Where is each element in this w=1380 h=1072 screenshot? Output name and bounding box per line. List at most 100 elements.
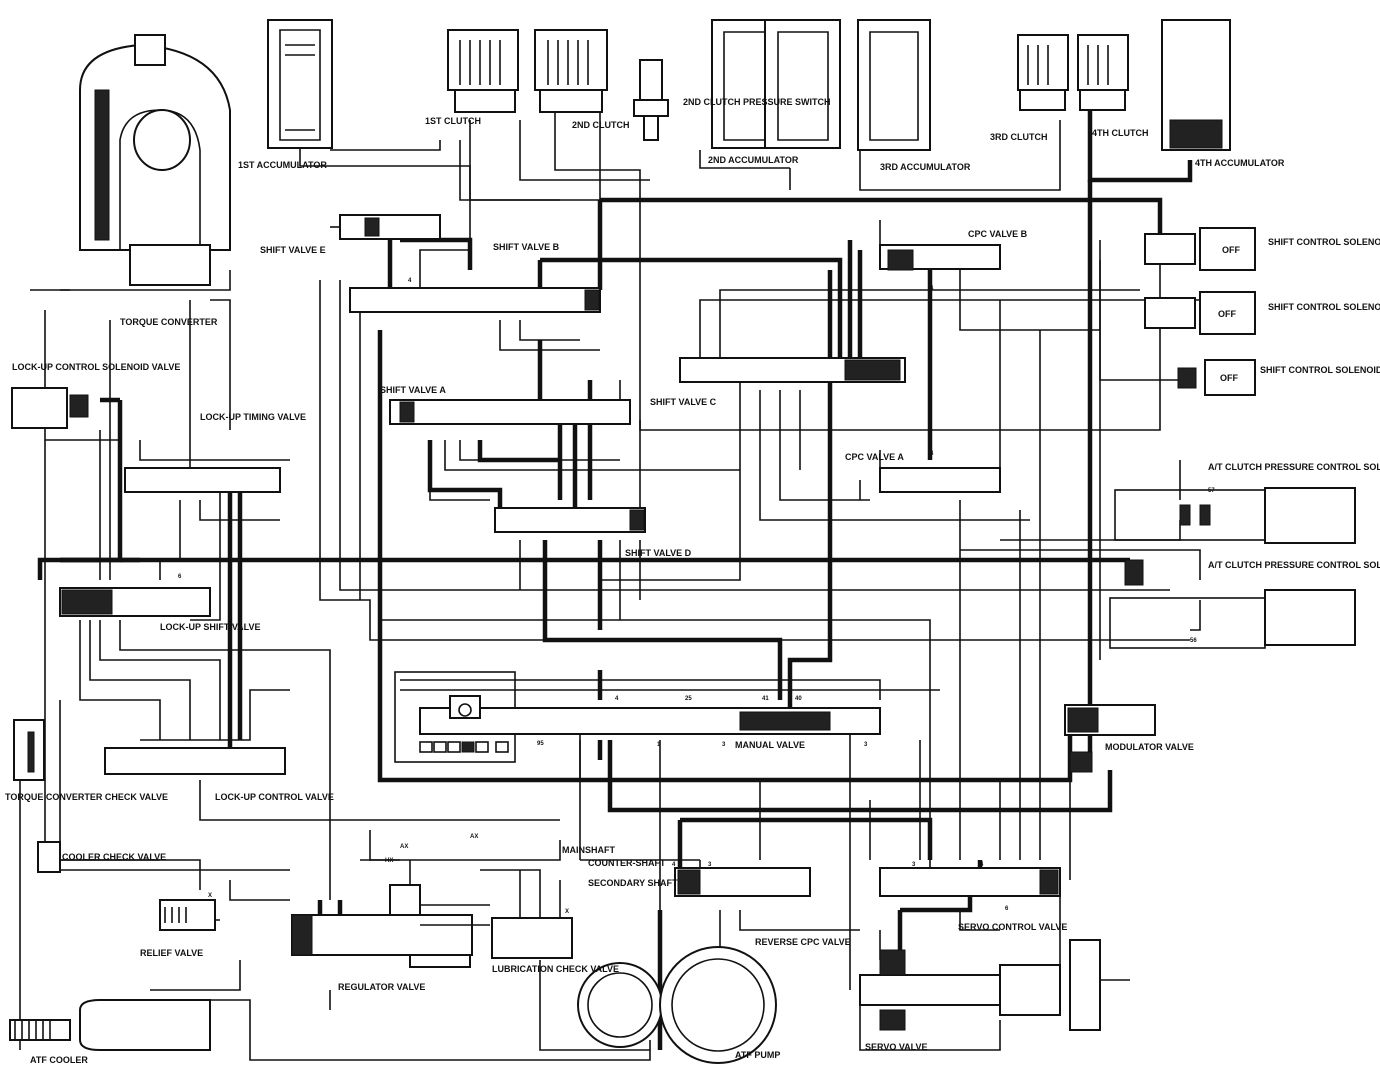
servo-control-valve [879,867,1061,897]
shift-valve-c [679,357,906,383]
shift-valve-b [349,287,601,313]
label-cooler-check-valve: COOLER CHECK VALVE [62,852,166,862]
label-3rd-clutch: 3RD CLUTCH [990,132,1048,142]
label-shift-valve-e: SHIFT VALVE E [260,245,326,255]
relief-valve [159,899,216,931]
thick-pressure-lines [37,110,1193,1050]
label-torque-converter: TORQUE CONVERTER [120,317,218,327]
label-1st-clutch: 1ST CLUTCH [425,116,481,126]
cooler-check-valve [37,841,61,873]
label-2nd-clutch-pressure-switch-text: 2ND CLUTCH PRESSURE SWITCH [683,97,831,107]
label-solenoid-b: SHIFT CONTROL SOLENOID VALVE B [1268,237,1380,247]
port-numbers: 4 25 41 40 95 1 3 3 4 3 3 4 6 AX HX AX X… [178,278,1215,915]
clutch-4th [1077,34,1129,111]
label-solenoid-b-off: OFF [1222,245,1240,255]
label-4th-clutch: 4TH CLUTCH [1092,128,1149,138]
atf-cooler [9,999,211,1051]
shift-valve-d [494,507,646,533]
label-lubrication-check-valve: LUBRICATION CHECK VALVE [492,964,619,974]
servo-valve [859,939,1101,1031]
manual-valve [394,671,881,763]
label-cpc-valve-a: CPC VALVE A [845,452,904,462]
label-secondary-shaft: SECONDARY SHAFT [588,878,678,888]
port-label: AX [400,844,408,850]
label-solenoid-c: SHIFT CONTROL SOLENOID VALVE C [1268,302,1380,312]
label-1st-accumulator: 1ST ACCUMULATOR [238,160,327,170]
port-label: 4 [930,451,934,457]
lockup-control-solenoid [11,387,89,429]
label-2nd-clutch-pressure-switch: 2ND CLUTCH PRESSURE SWITCH [683,97,831,107]
clutch-2nd [534,29,608,113]
label-3rd-accumulator: 3RD ACCUMULATOR [880,162,971,172]
label-servo-valve: SERVO VALVE [865,1042,928,1052]
clutch-2nd-pressure-switch [633,59,669,141]
cpc-valve-b [879,244,1001,271]
label-solenoid-c-off: OFF [1218,309,1236,319]
label-2nd-clutch: 2ND CLUTCH [572,120,630,130]
port-label: 3 [864,742,868,748]
atf-pump [577,946,777,1064]
label-servo-control-valve: SERVO CONTROL VALVE [958,922,1067,932]
port-label: 4 [672,862,676,868]
label-manual-valve: MANUAL VALVE [735,740,805,750]
port-label: 4 [615,696,619,702]
solenoid-c [1144,291,1256,335]
port-label: 4 [930,286,934,292]
solenoid-b [1144,227,1256,271]
port-label: 4 [408,278,412,284]
port-label: 40 [795,696,802,702]
label-4th-accumulator: 4TH ACCUMULATOR [1195,158,1285,168]
reverse-cpc-valve [674,867,811,897]
label-lockup-timing-valve: LOCK-UP TIMING VALVE [200,412,306,422]
port-label: 3 [708,862,712,868]
label-modulator-valve: MODULATOR VALVE [1105,742,1194,752]
label-solenoid-a: SHIFT CONTROL SOLENOID VALVE A [1260,365,1380,375]
port-label: 41 [762,696,769,702]
port-label: 95 [537,741,544,747]
clutch-3rd [1017,34,1069,111]
tc-check-valve [13,719,45,781]
port-label: 56 [1190,638,1197,644]
modulator-valve [1064,704,1156,773]
port-label: HX [385,858,393,864]
label-relief-valve: RELIEF VALVE [140,948,203,958]
shift-valve-e [330,214,441,240]
label-reverse-cpc-valve: REVERSE CPC VALVE [755,937,851,947]
clutch-pcs-b [1114,487,1356,544]
regulator-valve [291,884,490,968]
accumulator-3rd-b [857,19,931,151]
label-atf-cooler: ATF COOLER [30,1055,88,1065]
port-label: X [208,893,212,899]
shift-valve-a [389,399,631,425]
label-tc-check-valve: TORQUE CONVERTER CHECK VALVE [5,792,168,802]
label-shift-valve-a: SHIFT VALVE A [380,385,446,395]
label-clutch-pcs-a: A/T CLUTCH PRESSURE CONTROL SOLENOID VAL… [1208,560,1380,570]
lubrication-check-valve [491,917,573,959]
port-label: X [565,909,569,915]
diagram-labels: 1ST CLUTCH 2ND CLUTCH 2ND CLUTCH PRESSUR… [5,97,1380,1065]
label-regulator-valve: REGULATOR VALVE [338,982,425,992]
port-label: 3 [722,742,726,748]
thin-fluid-lines [19,110,1240,1061]
label-cpc-valve-b: CPC VALVE B [968,229,1028,239]
port-label: AX [470,834,478,840]
label-clutch-pcs-b: A/T CLUTCH PRESSURE CONTROL SOLENOID VAL… [1208,462,1380,472]
clutch-1st [447,29,519,113]
lockup-timing-valve [124,467,281,493]
manual-valve-position-indicator [419,741,509,753]
label-shift-valve-b: SHIFT VALVE B [493,242,560,252]
accumulator-1st [267,19,333,149]
port-label: 57 [1208,488,1215,494]
label-2nd-accumulator: 2ND ACCUMULATOR [708,155,799,165]
label-mainshaft: MAINSHAFT [562,845,615,855]
accumulator-3rd [764,19,841,149]
solenoid-a [1177,359,1256,396]
port-label: 4 [980,862,984,868]
cpc-valve-a [879,467,1001,493]
label-countershaft: COUNTER-SHAFT [588,858,666,868]
port-label: 25 [685,696,692,702]
port-label: 6 [1005,906,1009,912]
label-lockup-control-valve: LOCK-UP CONTROL VALVE [215,792,334,802]
label-shift-valve-c: SHIFT VALVE C [650,397,717,407]
